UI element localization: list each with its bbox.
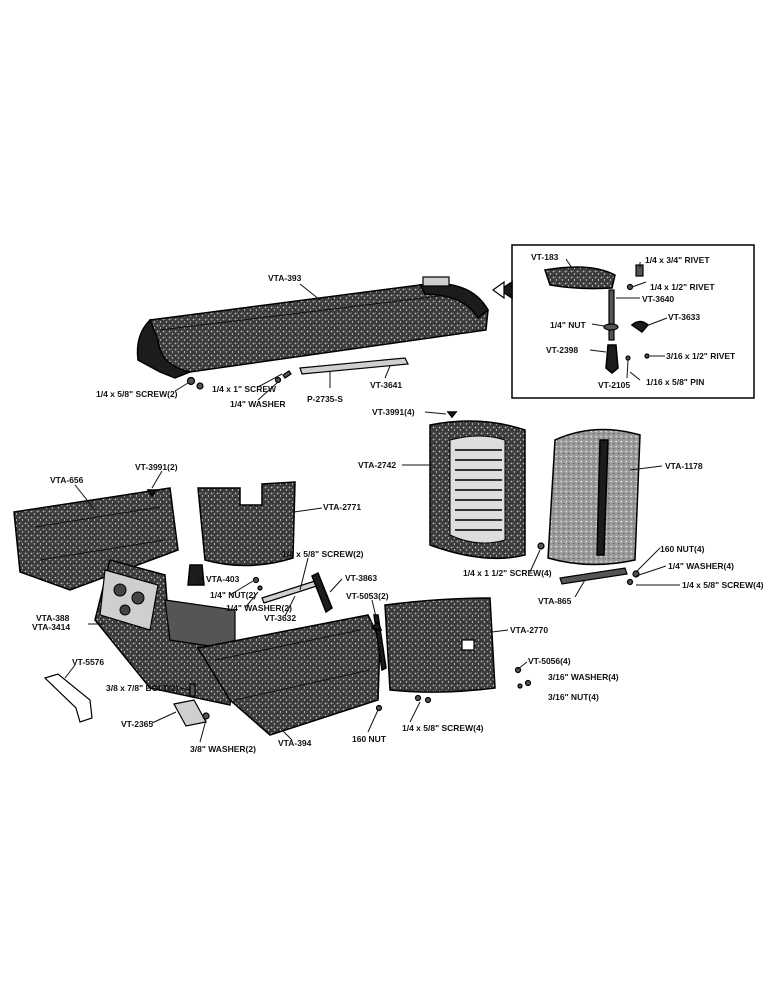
label-vt5053: VT-5053(2) — [346, 591, 389, 601]
label-screw-4a: 1/4 x 5/8" SCREW(4) — [682, 580, 764, 590]
small-hardware — [186, 370, 292, 390]
label-vt5056: VT-5056(4) — [528, 656, 571, 666]
label-rivet-2: 1/4 x 1/2" RIVET — [650, 282, 715, 292]
vt3863-bracket-part — [311, 571, 333, 614]
label-vt3991-2: VT-3991(2) — [135, 462, 178, 472]
label-screw-left: 1/4 x 5/8" SCREW(2) — [96, 389, 178, 399]
label-vt5576: VT-5576 — [72, 657, 104, 667]
label-rivet-top: 1/4 x 3/4" RIVET — [645, 255, 710, 265]
label-vt3863: VT-3863 — [345, 573, 377, 583]
vt5576-bracket-part — [43, 673, 93, 723]
hood-bar-part — [299, 357, 409, 375]
label-nut160: 160 NUT — [352, 734, 387, 744]
label-washer-4a: 1/4" WASHER(4) — [668, 561, 734, 571]
label-washer-38: 3/8" WASHER(2) — [190, 744, 256, 754]
label-nut160-4: 160 NUT(4) — [660, 544, 705, 554]
bolt-plate-hardware — [173, 666, 532, 727]
label-vt183: VT-183 — [531, 252, 559, 262]
label-washer-2: 1/4" WASHER(2) — [226, 603, 292, 613]
side-door-panel-part — [384, 597, 496, 693]
label-nut-2: 1/4" NUT(2) — [210, 590, 256, 600]
label-rivet-3: 3/16 x 1/2" RIVET — [666, 351, 736, 361]
part-labels: VTA-393 1/4 x 5/8" SCREW(2) 1/4 x 1" SCR… — [32, 252, 764, 754]
hood-cowl-part — [136, 276, 489, 379]
grille-frame-part — [429, 420, 526, 560]
label-screw-2b: 1/4 x 5/8" SCREW(2) — [282, 549, 364, 559]
leader-lines — [64, 258, 680, 743]
label-vt3632: VT-3632 — [264, 613, 296, 623]
label-vta2770: VTA-2770 — [510, 625, 548, 635]
grille-screen-part — [547, 428, 641, 566]
label-vt2398: VT-2398 — [546, 345, 578, 355]
detail-inset — [491, 244, 755, 399]
vta403-block-part — [187, 564, 205, 586]
label-vt3640: VT-3640 — [642, 294, 674, 304]
label-vt3991-4: VT-3991(4) — [372, 407, 415, 417]
label-vta2742: VTA-2742 — [358, 460, 396, 470]
vt3991-2-part — [146, 489, 158, 498]
label-vta1178: VTA-1178 — [665, 461, 703, 471]
label-bolt: 3/8 x 7/8" BOLT(2) — [106, 683, 179, 693]
label-p2735: P-2735-S — [307, 394, 343, 404]
label-vta388: VTA-388 — [36, 613, 70, 623]
label-washer-316: 3/16" WASHER(4) — [548, 672, 619, 682]
label-screw-1: 1/4 x 1" SCREW — [212, 384, 277, 394]
label-vta3414: VTA-3414 — [32, 622, 70, 632]
vt3632-bar-part — [252, 576, 321, 604]
label-vt3633: VT-3633 — [668, 312, 700, 322]
vt5053-rod-part — [370, 614, 387, 672]
label-nut-inset: 1/4" NUT — [550, 320, 586, 330]
label-screw-112: 1/4 x 1 1/2" SCREW(4) — [463, 568, 552, 578]
label-nut-316: 3/16" NUT(4) — [548, 692, 599, 702]
vt3991-4-part — [446, 411, 458, 419]
right-side-panel-part — [196, 614, 381, 736]
label-vta865: VTA-865 — [538, 596, 572, 606]
label-vta2771: VTA-2771 — [323, 502, 361, 512]
label-washer-1: 1/4" WASHER — [230, 399, 286, 409]
label-vt3641: VT-3641 — [370, 380, 402, 390]
label-vta403: VTA-403 — [206, 574, 240, 584]
label-vta656: VTA-656 — [50, 475, 84, 485]
label-vt2105: VT-2105 — [598, 380, 630, 390]
label-vt2365: VT-2365 — [121, 719, 153, 729]
label-vta394: VTA-394 — [278, 738, 312, 748]
label-pin: 1/16 x 5/8" PIN — [646, 377, 704, 387]
cowl-plate-part — [197, 481, 296, 567]
vta865-strip-part — [559, 567, 628, 585]
label-screw-4b: 1/4 x 5/8" SCREW(4) — [402, 723, 484, 733]
label-vta393: VTA-393 — [268, 273, 302, 283]
